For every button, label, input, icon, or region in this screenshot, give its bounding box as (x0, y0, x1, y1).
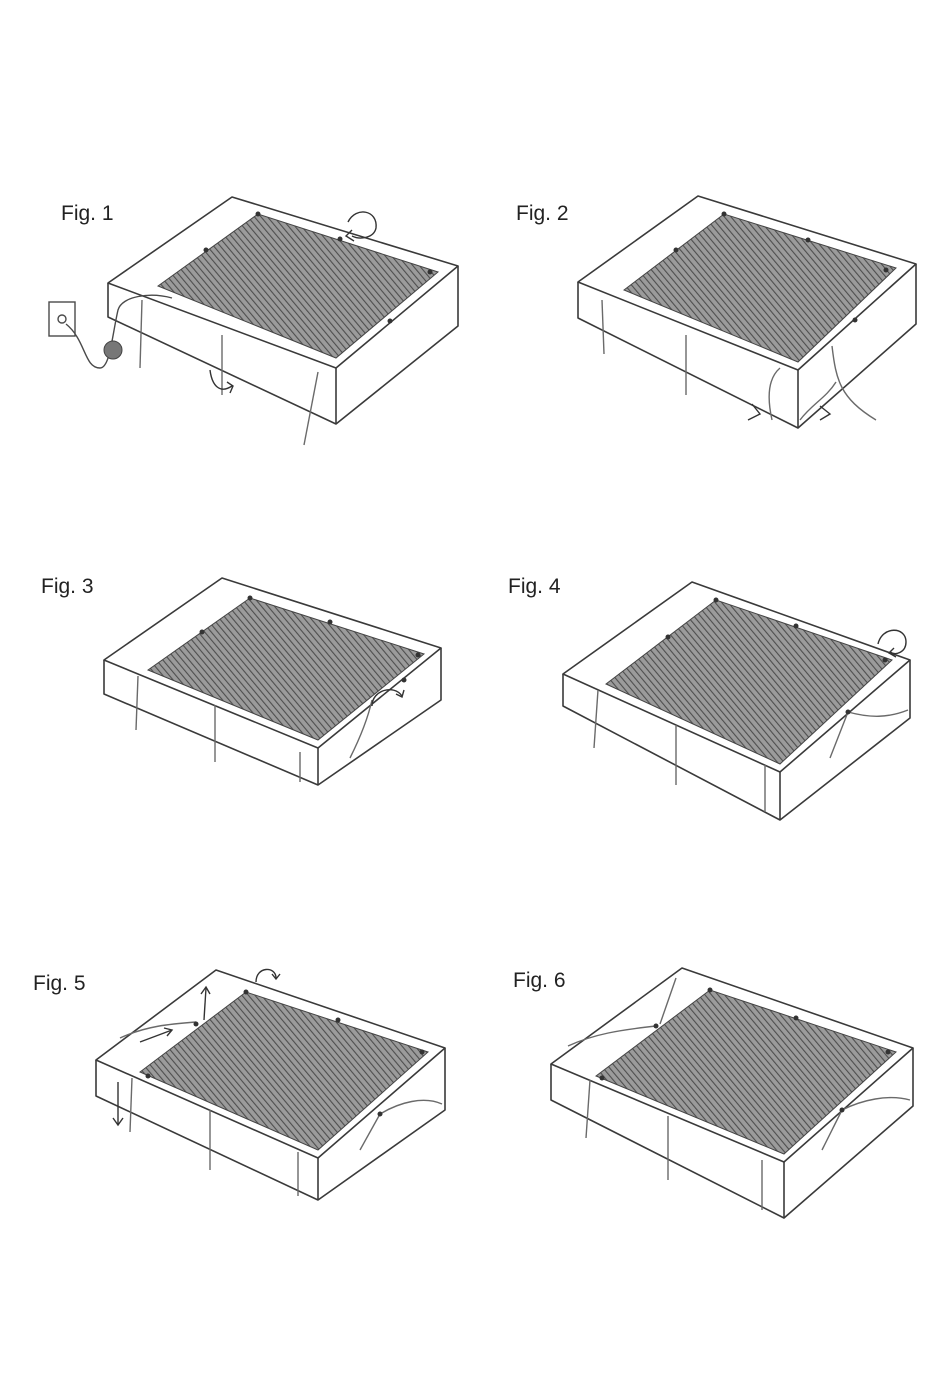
heating-pad-4 (606, 600, 892, 764)
figure-2-label: Fig. 2 (516, 202, 569, 226)
figure-4 (563, 582, 910, 820)
figure-5 (96, 969, 445, 1200)
heating-pad-3 (148, 598, 424, 740)
heating-pad-5 (140, 992, 428, 1150)
figure-3 (104, 578, 441, 785)
figure-6-label: Fig. 6 (513, 969, 566, 993)
figure-3-label: Fig. 3 (41, 575, 94, 599)
heating-pad-2 (624, 214, 896, 362)
heating-pad-1 (158, 214, 438, 358)
figure-2 (578, 196, 916, 428)
figure-6 (551, 968, 913, 1218)
arrows-2 (748, 404, 830, 420)
heating-pad-6 (596, 990, 896, 1154)
figure-1 (49, 197, 458, 445)
figure-1-label: Fig. 1 (61, 202, 114, 226)
arrows-4 (878, 630, 906, 657)
figure-4-label: Fig. 4 (508, 575, 561, 599)
wall-socket-icon (49, 302, 75, 336)
figure-5-label: Fig. 5 (33, 972, 86, 996)
controller-icon (104, 341, 122, 359)
